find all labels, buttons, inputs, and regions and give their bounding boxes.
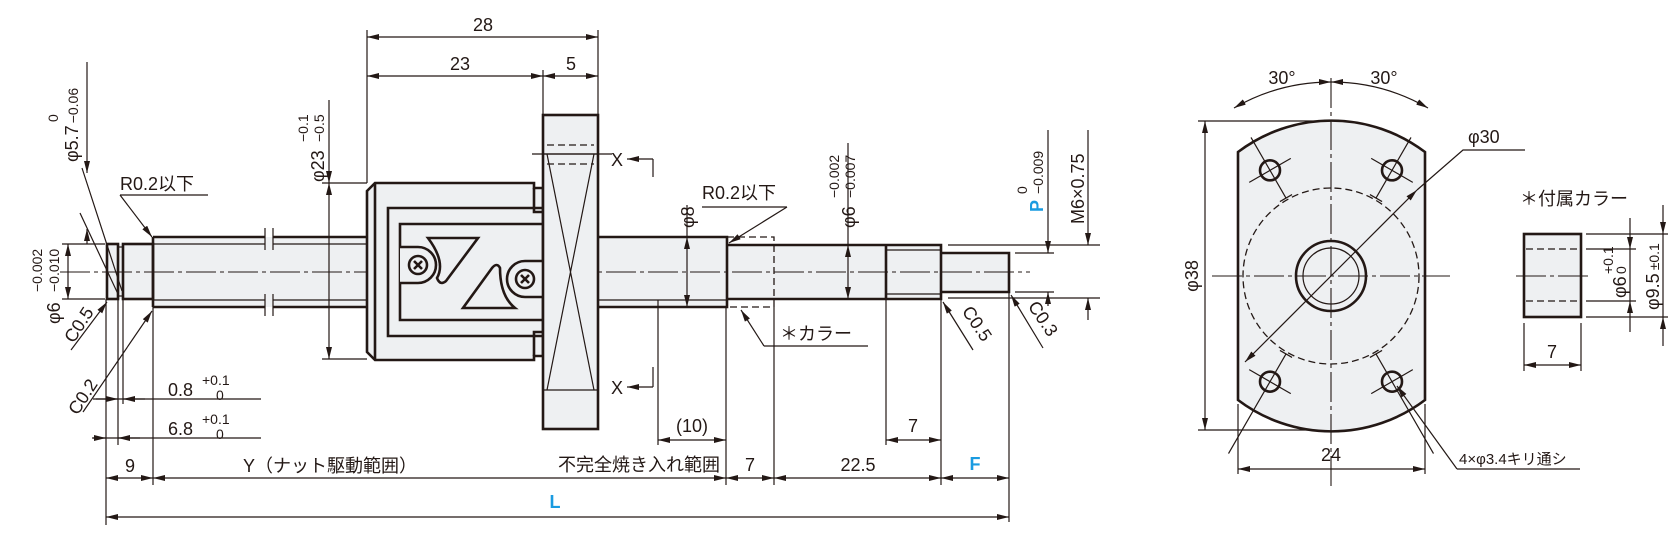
return-tube-lower (460, 263, 519, 310)
groove-dimensions: 0.8 +0.1 0 6.8 +0.1 0 (92, 299, 261, 525)
svg-text:−0.1: −0.1 (295, 114, 311, 142)
svg-text:φ23: φ23 (308, 150, 328, 182)
svg-text:+0.1: +0.1 (202, 411, 230, 427)
svg-text:−0.007: −0.007 (842, 155, 858, 198)
svg-text:30°: 30° (1268, 68, 1295, 88)
svg-text:+0.1: +0.1 (202, 372, 230, 388)
right-shaft-dimensions: φ8 R0.2以下 ＊カラー φ6 −0.007 −0.002 P −0.009… (678, 130, 1100, 351)
svg-text:C0.5: C0.5 (958, 302, 996, 345)
svg-text:28: 28 (473, 15, 493, 35)
length-dimensions: 9 Y（ナット駆動範囲） 不完全焼き入れ範囲 (10) 7 22.5 7 F L (106, 292, 1010, 522)
svg-text:6.8: 6.8 (168, 419, 193, 439)
svg-text:Y（ナット駆動範囲）: Y（ナット駆動範囲） (243, 456, 417, 476)
svg-text:0: 0 (45, 114, 61, 122)
svg-text:C0.3: C0.3 (1024, 297, 1062, 340)
svg-text:φ6: φ6 (839, 206, 859, 228)
screw-icon (514, 268, 536, 290)
svg-text:0.8: 0.8 (168, 380, 193, 400)
svg-text:X: X (611, 378, 623, 398)
svg-text:φ6: φ6 (44, 302, 64, 324)
svg-text:23: 23 (450, 54, 470, 74)
left-end-dimensions: φ5.7−0.06 0 φ6 −0.010 −0.002 C0.5 C0.2 R… (29, 62, 208, 418)
break-lines (264, 228, 274, 316)
svg-text:4×φ3.4キリ通シ: 4×φ3.4キリ通シ (1459, 451, 1567, 468)
svg-text:φ8: φ8 (678, 206, 698, 228)
svg-text:5: 5 (566, 54, 576, 74)
svg-text:P: P (1027, 200, 1047, 212)
svg-text:9: 9 (125, 456, 135, 476)
svg-text:−0.5: −0.5 (311, 114, 327, 142)
svg-text:−0.009: −0.009 (1030, 151, 1046, 194)
nut-length-dimensions: 28 23 5 (366, 15, 599, 183)
svg-text:7: 7 (745, 455, 755, 475)
screw-icon (407, 254, 429, 276)
svg-text:M6×0.75: M6×0.75 (1068, 153, 1088, 224)
svg-text:−0.002: −0.002 (826, 155, 842, 198)
svg-text:0: 0 (1613, 266, 1629, 274)
section-mark-bottom: X (611, 367, 654, 398)
svg-text:X: X (611, 150, 623, 170)
flange-front-view: 30° 30° φ38 24 φ30 4×φ3.4キリ通シ (1182, 68, 1580, 486)
svg-text:φ38: φ38 (1182, 260, 1202, 292)
svg-text:−0.002: −0.002 (29, 249, 45, 292)
svg-text:0: 0 (216, 426, 224, 442)
return-tube-upper (425, 236, 481, 285)
svg-text:22.5: 22.5 (840, 455, 875, 475)
svg-text:φ30: φ30 (1468, 127, 1500, 147)
svg-text:0: 0 (216, 387, 224, 403)
svg-text:R0.2以下: R0.2以下 (120, 174, 194, 194)
svg-text:30°: 30° (1370, 68, 1397, 88)
ball-nut (365, 113, 612, 431)
svg-text:＊カラー: ＊カラー (780, 324, 852, 344)
svg-text:φ9.5±0.1: φ9.5±0.1 (1643, 243, 1663, 310)
svg-text:0: 0 (1014, 186, 1030, 194)
svg-text:−0.010: −0.010 (46, 249, 62, 292)
svg-text:F: F (970, 454, 981, 474)
svg-text:不完全焼き入れ範囲: 不完全焼き入れ範囲 (558, 455, 720, 475)
collar-view: ＊付属カラー φ6 0 +0.1 φ9.5±0.1 7 (1516, 189, 1668, 371)
svg-text:φ5.7−0.06: φ5.7−0.06 (62, 88, 82, 162)
svg-text:L: L (550, 492, 561, 512)
svg-text:＊付属カラー: ＊付属カラー (1520, 189, 1628, 209)
svg-text:7: 7 (1547, 342, 1557, 362)
svg-text:φ6: φ6 (1610, 276, 1630, 298)
svg-text:R0.2以下: R0.2以下 (702, 183, 776, 203)
flange-dia-dimension: φ23 −0.5 −0.1 (295, 100, 367, 360)
svg-text:24: 24 (1321, 445, 1341, 465)
section-mark-top: X (611, 150, 654, 177)
svg-text:7: 7 (908, 416, 918, 436)
svg-text:+0.1: +0.1 (1600, 246, 1616, 274)
svg-text:(10): (10) (676, 416, 708, 436)
